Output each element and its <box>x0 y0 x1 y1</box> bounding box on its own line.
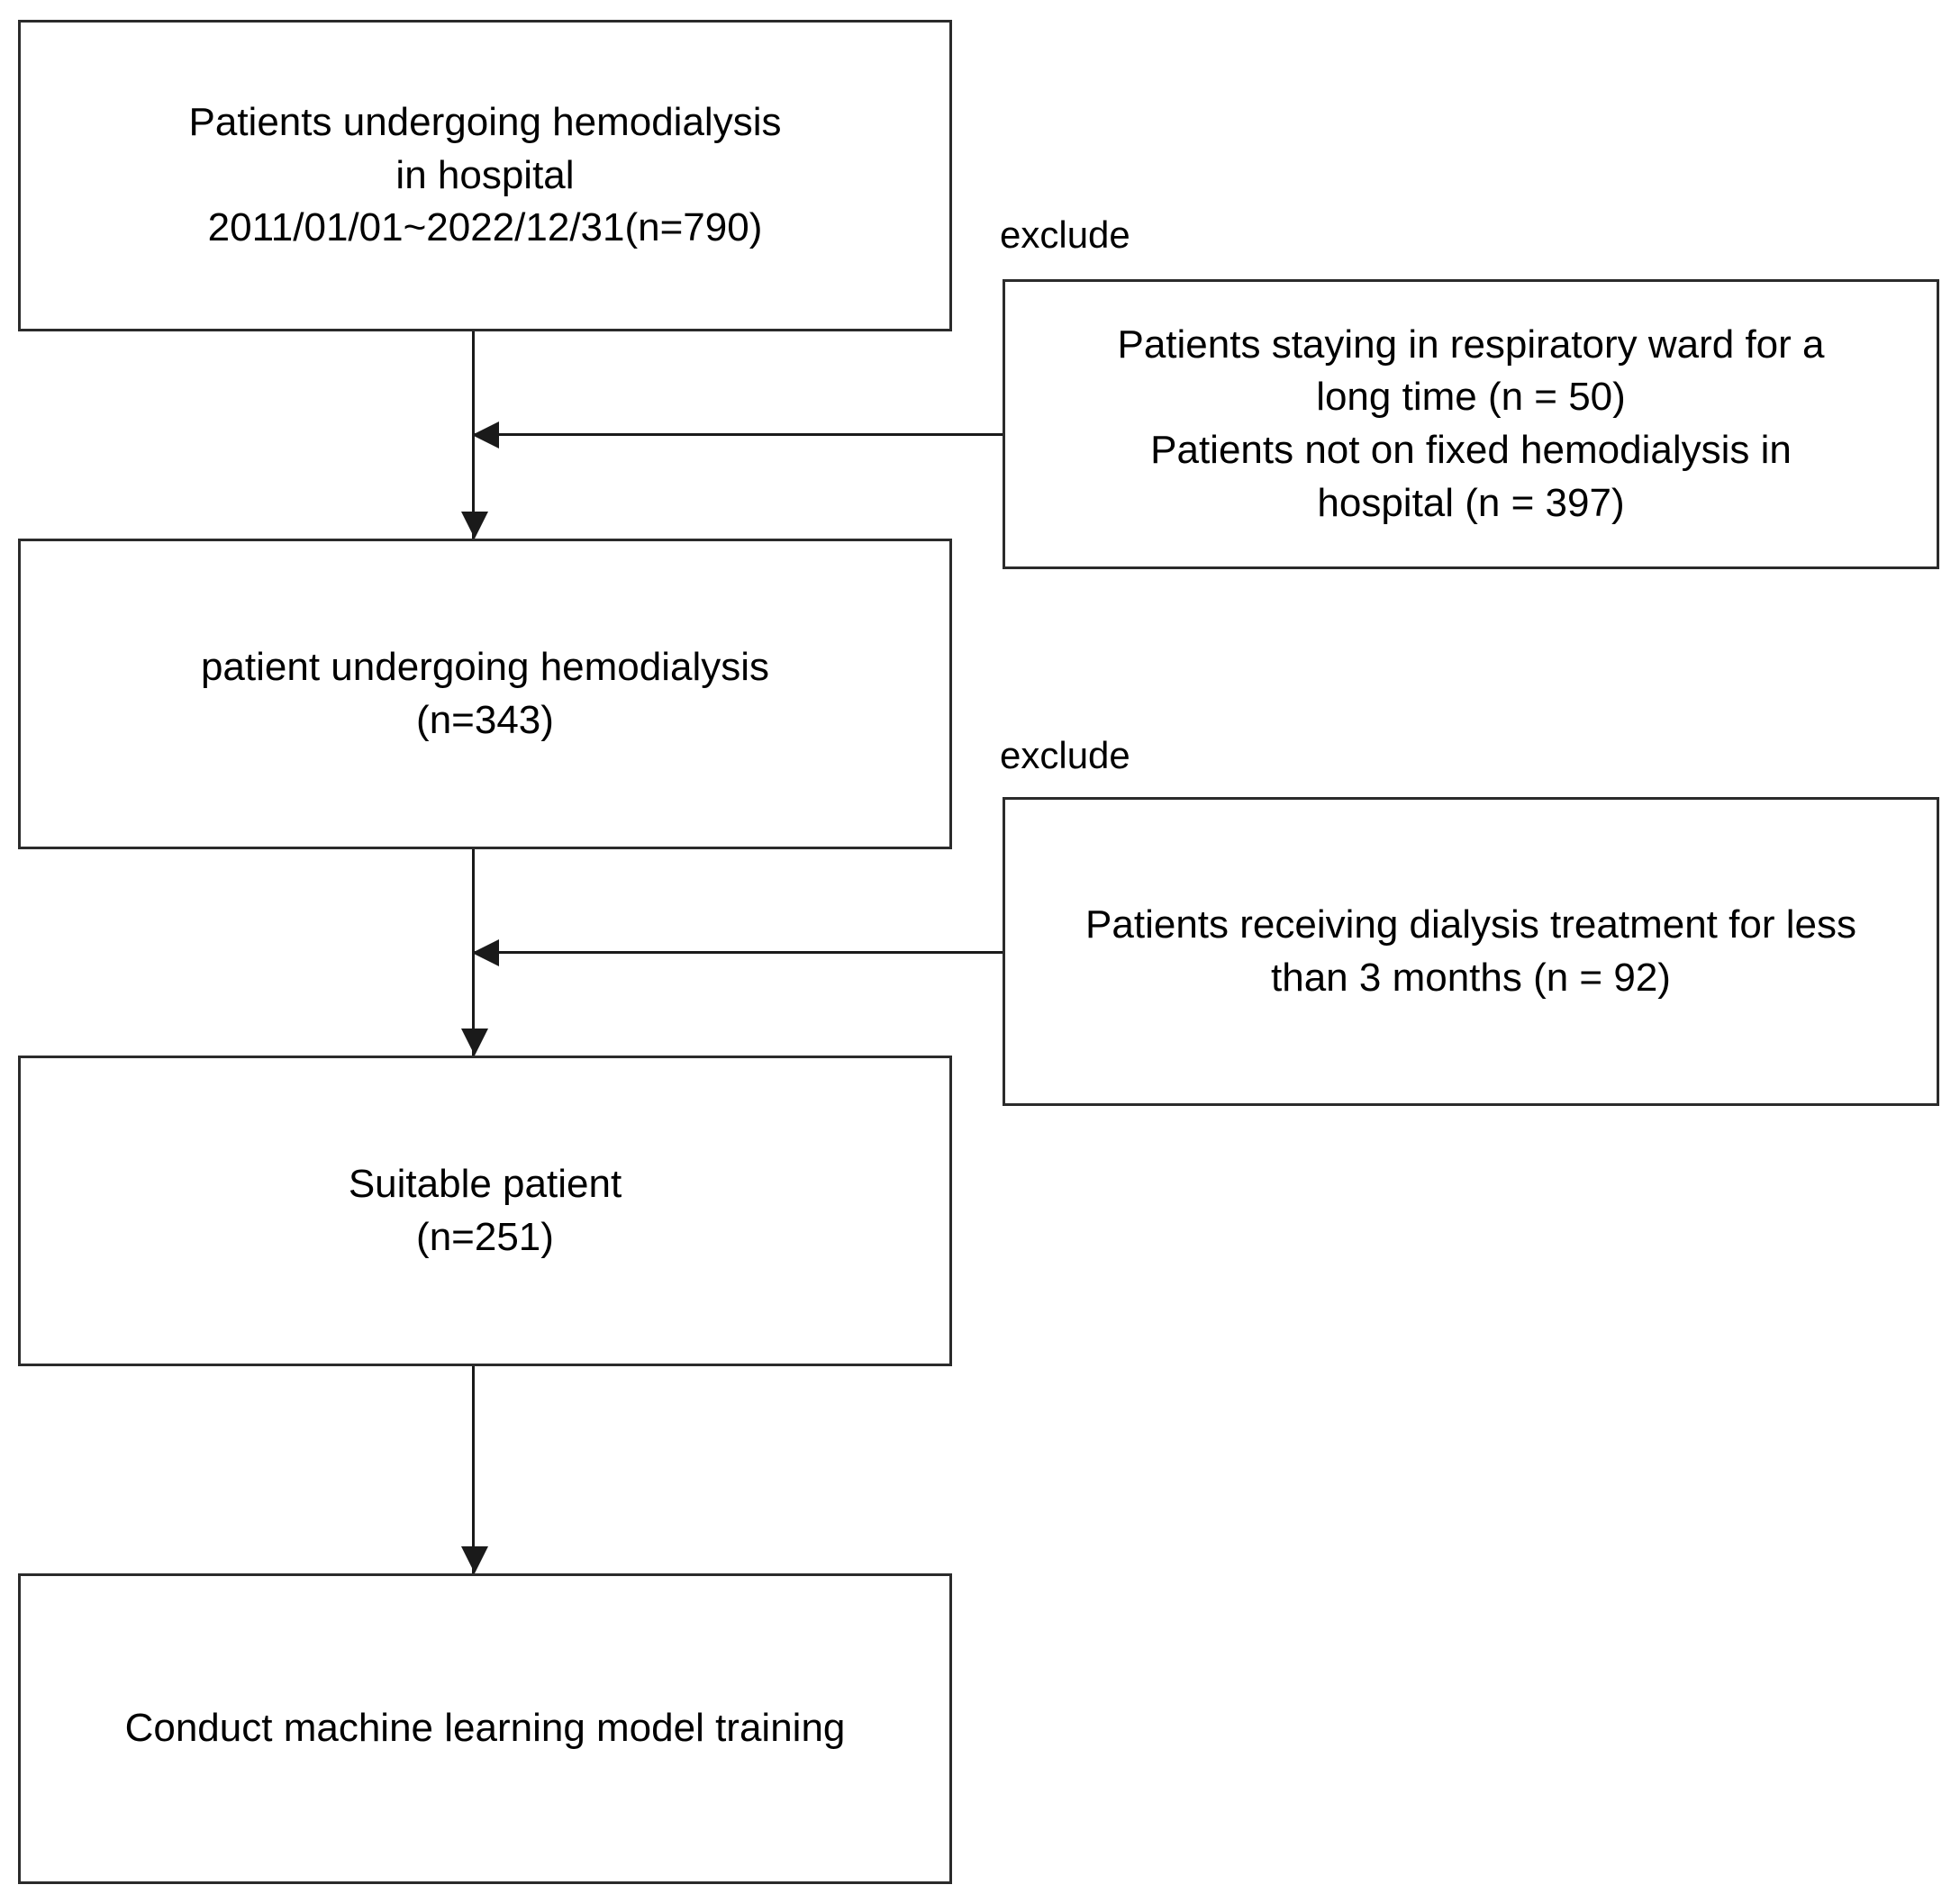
node-suitable-patients: Suitable patient (n=251) <box>18 1056 952 1366</box>
arrow-down-icon-source-to-eligible <box>461 512 488 539</box>
connector-suitable-to-training-stem <box>472 1366 475 1573</box>
node-eligible-patients: patient undergoing hemodialysis (n=343) <box>18 539 952 849</box>
node-exclusion-1: Patients staying in respiratory ward for… <box>1003 279 1939 569</box>
node-model-training-text: Conduct machine learning model training <box>124 1706 846 1751</box>
node-exclusion-2: Patients receiving dialysis treatment fo… <box>1003 797 1939 1106</box>
node-model-training: Conduct machine learning model training <box>18 1573 952 1884</box>
arrow-left-icon-exclude-1 <box>472 421 499 449</box>
node-eligible-patients-text: patient undergoing hemodialysis (n=343) <box>200 644 770 742</box>
node-suitable-patients-text: Suitable patient (n=251) <box>348 1161 622 1259</box>
node-source-cohort: Patients undergoing hemodialysis in hosp… <box>18 20 952 331</box>
exclude-label-2: exclude <box>1000 734 1130 776</box>
exclude-label-1: exclude <box>1000 213 1130 256</box>
connector-exclude-2-line <box>475 951 1003 954</box>
arrow-down-icon-eligible-to-suitable <box>461 1029 488 1056</box>
arrow-left-icon-exclude-2 <box>472 939 499 966</box>
connector-exclude-1-line <box>475 433 1003 436</box>
node-exclusion-1-text: Patients staying in respiratory ward for… <box>1117 322 1825 525</box>
node-source-cohort-text: Patients undergoing hemodialysis in hosp… <box>188 100 782 250</box>
node-exclusion-2-text: Patients receiving dialysis treatment fo… <box>1085 902 1856 1000</box>
arrow-down-icon-suitable-to-training <box>461 1546 488 1573</box>
